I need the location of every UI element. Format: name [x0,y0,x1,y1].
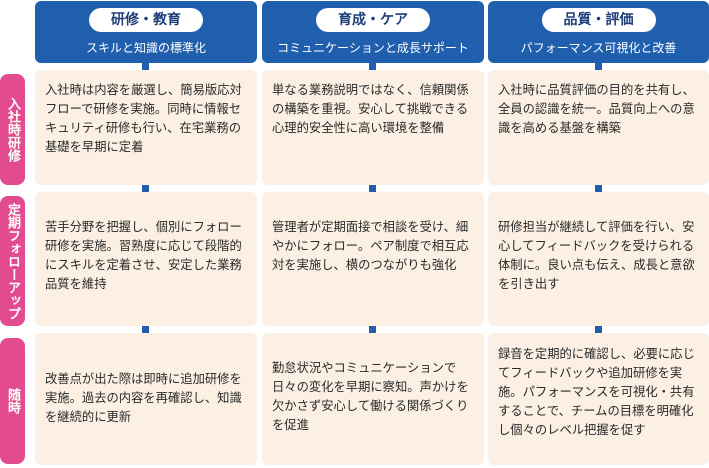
cell-followup-care: 管理者が定期面接で相談を受け、細やかにフォロー。ペア制度で相互応対を実施し、横の… [262,192,484,326]
column-subtitle: コミュニケーションと成長サポート [277,41,469,55]
connector [142,185,149,192]
row-label-followup: 定期フォローアップ [0,196,25,326]
column-subtitle: パフォーマンス可視化と改善 [520,41,677,55]
column-title: 研修・教育 [89,8,203,32]
cell-followup-training: 苦手分野を把握し、個別にフォロー研修を実施。習熟度に応じて段階的にスキルを定着さ… [35,192,257,326]
column-header-training: 研修・教育 スキルと知識の標準化 [35,1,257,63]
cell-anytime-care: 勤怠状況やコミュニケーションで日々の変化を早期に察知。声かけを欠かさず安心して働… [262,333,484,465]
cell-onboarding-quality: 入社時に品質評価の目的を共有し、全員の認識を統一。品質向上への意識を高める基盤を… [488,70,709,185]
connector [142,326,149,333]
column-header-quality: 品質・評価 パフォーマンス可視化と改善 [488,1,709,63]
cell-followup-quality: 研修担当が継続して評価を行い、安心してフィードバックを受けられる体制に。良い点も… [488,192,709,326]
cell-onboarding-care: 単なる業務説明ではなく、信頼関係の構築を重視。安心して挑戦できる心理的安全性に高… [262,70,484,185]
connector [369,63,376,70]
row-label-onboarding: 入社時研修 [0,74,25,185]
column-subtitle: スキルと知識の標準化 [85,41,206,55]
connector [142,63,149,70]
column-header-care: 育成・ケア コミュニケーションと成長サポート [262,1,484,63]
connector [369,326,376,333]
connector [595,63,602,70]
column-title: 育成・ケア [316,8,430,32]
connector [369,185,376,192]
cell-onboarding-training: 入社時は内容を厳選し、簡易版応対フローで研修を実施。同時に情報セキュリティ研修も… [35,70,257,185]
column-title: 品質・評価 [541,8,656,32]
cell-anytime-training: 改善点が出た際は即時に追加研修を実施。過去の内容を再確認し、知識を継続的に更新 [35,333,257,465]
cell-anytime-quality: 録音を定期的に確認し、必要に応じてフィードバックや追加研修を実施。パフォーマンス… [488,333,709,465]
connector [595,185,602,192]
connector [595,326,602,333]
row-label-anytime: 随時 [0,338,25,464]
